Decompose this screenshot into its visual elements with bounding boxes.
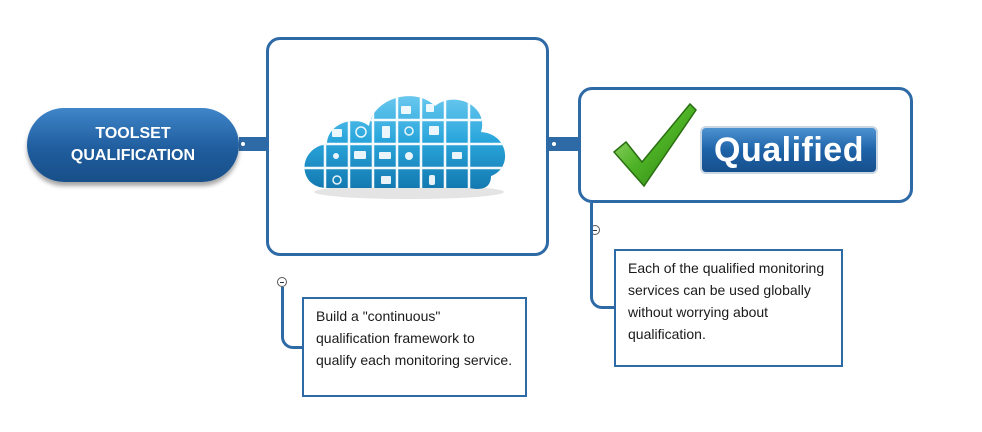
connector-dot: [552, 142, 556, 146]
note-right-text: Each of the qualified monitoring service…: [628, 260, 825, 342]
connector-cloud-badge: [548, 137, 580, 151]
qualified-badge: Qualified: [700, 126, 878, 174]
note-right[interactable]: Each of the qualified monitoring service…: [614, 249, 843, 367]
checkmark-icon: [612, 102, 697, 188]
note-left[interactable]: Build a "continuous" qualification frame…: [302, 297, 527, 397]
qualified-badge-label: Qualified: [714, 130, 864, 169]
root-title-line2: QUALIFICATION: [70, 147, 196, 164]
cloud-services-icon: [304, 96, 506, 199]
root-title-line1: TOOLSET: [95, 125, 171, 142]
note-left-text: Build a "continuous" qualification frame…: [316, 308, 513, 368]
connector-dot: [241, 142, 245, 146]
cloud-services-card[interactable]: [266, 37, 549, 256]
branch-line-right: [590, 203, 616, 309]
connector-root-cloud: [239, 137, 267, 151]
collapse-icon[interactable]: [277, 277, 287, 287]
branch-line-left: [281, 287, 304, 349]
root-topic[interactable]: TOOLSET QUALIFICATION: [27, 108, 239, 182]
